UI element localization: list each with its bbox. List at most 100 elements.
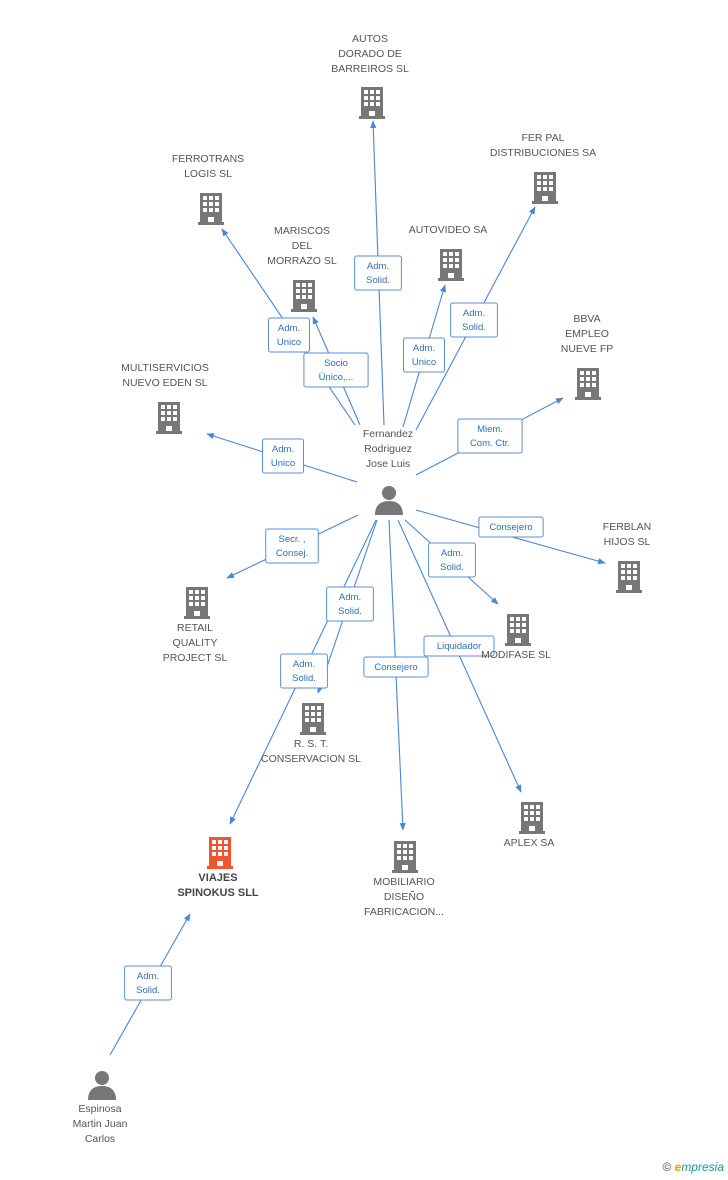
node-label: DISEÑO (384, 890, 424, 903)
node-label: HIJOS SL (604, 536, 651, 548)
node-mobiliario[interactable]: MOBILIARIO DISEÑO FABRICACION... (364, 841, 444, 918)
node-label: FER PAL (522, 132, 565, 144)
node-label: DISTRIBUCIONES SA (490, 147, 596, 159)
edge-label-rst[interactable]: Adm.Solid. (280, 653, 328, 689)
person-icon (375, 486, 403, 515)
edge-label-text: Solid. (462, 322, 486, 333)
node-label: APLEX SA (504, 837, 555, 849)
edge-label-box (457, 418, 523, 454)
building-icon (532, 172, 558, 204)
edge-label-text: Adm. (367, 261, 389, 272)
node-label: MODIFASE SL (481, 649, 551, 661)
node-label: NUEVE FP (561, 343, 614, 355)
node-label: MULTISERVICIOS (121, 362, 209, 374)
node-label: R. S. T. (294, 738, 328, 750)
edge-label-text: Com. Ctr. (470, 438, 510, 449)
building-icon (505, 614, 531, 646)
node-label: MOBILIARIO (373, 876, 434, 888)
building-icon (575, 368, 601, 400)
building-icon (300, 703, 326, 735)
node-label: MARISCOS (274, 225, 330, 237)
edge-label-text: Unico (271, 458, 295, 469)
edge-label-viajes[interactable]: Adm. Solid. (326, 586, 374, 622)
node-label: BARREIROS SL (331, 63, 409, 75)
edge-label-text: Adm. (278, 323, 300, 334)
building-icon (519, 802, 545, 834)
edge-label-box (363, 656, 429, 678)
edge-label-text: Solid. (366, 275, 390, 286)
edge-label-box (124, 965, 172, 1001)
building-icon (291, 280, 317, 312)
edge-label-autovideo[interactable]: Adm.Unico (403, 337, 445, 373)
edge-label-mariscos[interactable]: SocioÚnico,... (303, 352, 369, 388)
node-label: CONSERVACION SL (261, 753, 361, 765)
empresia-brand: mpresia (681, 1160, 724, 1174)
node-label: Carlos (85, 1133, 115, 1145)
node-modifase[interactable]: MODIFASE SL (481, 614, 551, 661)
edge-label-box (262, 438, 304, 474)
node-label: SPINOKUS SLL (177, 887, 259, 899)
edge-label-mobiliario[interactable]: Consejero (363, 656, 429, 678)
node-label: BBVA (573, 313, 600, 325)
node-label: AUTOS (352, 33, 388, 45)
person-icon (88, 1071, 116, 1100)
node-ferpal[interactable]: FER PAL DISTRIBUCIONES SA (490, 132, 596, 204)
edge-label-aplex[interactable]: Liquidador (423, 635, 495, 657)
node-label: AUTOVIDEO SA (409, 224, 488, 236)
node-multiservicios[interactable]: MULTISERVICIOS NUEVO EDEN SL (121, 362, 209, 434)
node-label: NUEVO EDEN SL (122, 377, 207, 389)
building-icon (359, 87, 385, 119)
node-autos[interactable]: AUTOS DORADO DE BARREIROS SL (331, 33, 409, 119)
edge-label-ferblan[interactable]: Consejero (478, 516, 544, 538)
building-icon (156, 402, 182, 434)
edge-label-text: Consejero (374, 662, 417, 673)
edge-label-multiservicios[interactable]: Adm. Unico (262, 438, 304, 474)
edge-label-box (354, 255, 402, 291)
node-aplex[interactable]: APLEX SA (504, 802, 555, 849)
building-icon (184, 587, 210, 619)
node-ferblan[interactable]: FERBLAN HIJOS SL (603, 521, 651, 593)
edge-label-viajes[interactable]: Adm.Solid. (124, 965, 172, 1001)
node-viajes[interactable]: VIAJES SPINOKUS SLL (177, 837, 259, 899)
node-rst[interactable]: R. S. T. CONSERVACION SL (261, 703, 361, 765)
edge-label-text: Adm. (441, 548, 463, 559)
node-label: Jose Luis (366, 458, 410, 470)
edge-label-modifase[interactable]: Adm.Solid. (428, 542, 476, 578)
node-label: FERBLAN (603, 521, 651, 533)
node-label: DORADO DE (338, 48, 402, 60)
edge-label-text: Adm. (463, 308, 485, 319)
edge-label-text: Unico (412, 357, 436, 368)
edge-label-box (428, 542, 476, 578)
edge-label-ferrotrans[interactable]: Adm.Unico (268, 317, 310, 353)
node-autovideo[interactable]: AUTOVIDEO SA (409, 224, 488, 281)
empresia-watermark[interactable]: © empresia (662, 1160, 724, 1174)
edge-label-text: Adm. (293, 659, 315, 670)
edge-label-text: Solid. (338, 606, 362, 617)
node-label: Rodriguez (364, 443, 412, 455)
edge-label-bbva[interactable]: Miem.Com. Ctr. (457, 418, 523, 454)
node-label: LOGIS SL (184, 168, 232, 180)
edge-label-text: Adm. (272, 444, 294, 455)
edge-label-text: Consejero (489, 522, 532, 533)
copyright-symbol: © (662, 1160, 672, 1174)
edge-label-text: Adm. (137, 971, 159, 982)
building-icon (207, 837, 233, 869)
edge-label-text: Socio (324, 358, 348, 369)
edge-label-retail[interactable]: Secr. ,Consej. (265, 528, 319, 564)
edge-label-text: Único,... (319, 372, 354, 383)
edge-label-text: Secr. , (279, 534, 306, 545)
node-label: FABRICACION... (364, 906, 444, 918)
node-label: VIAJES (198, 872, 237, 884)
edge-label-text: Adm. (339, 592, 361, 603)
node-label: DEL (292, 240, 313, 252)
building-icon (616, 561, 642, 593)
edge-label-autos[interactable]: Adm. Solid. (354, 255, 402, 291)
edge-label-ferpal[interactable]: Adm. Solid. (450, 302, 498, 338)
